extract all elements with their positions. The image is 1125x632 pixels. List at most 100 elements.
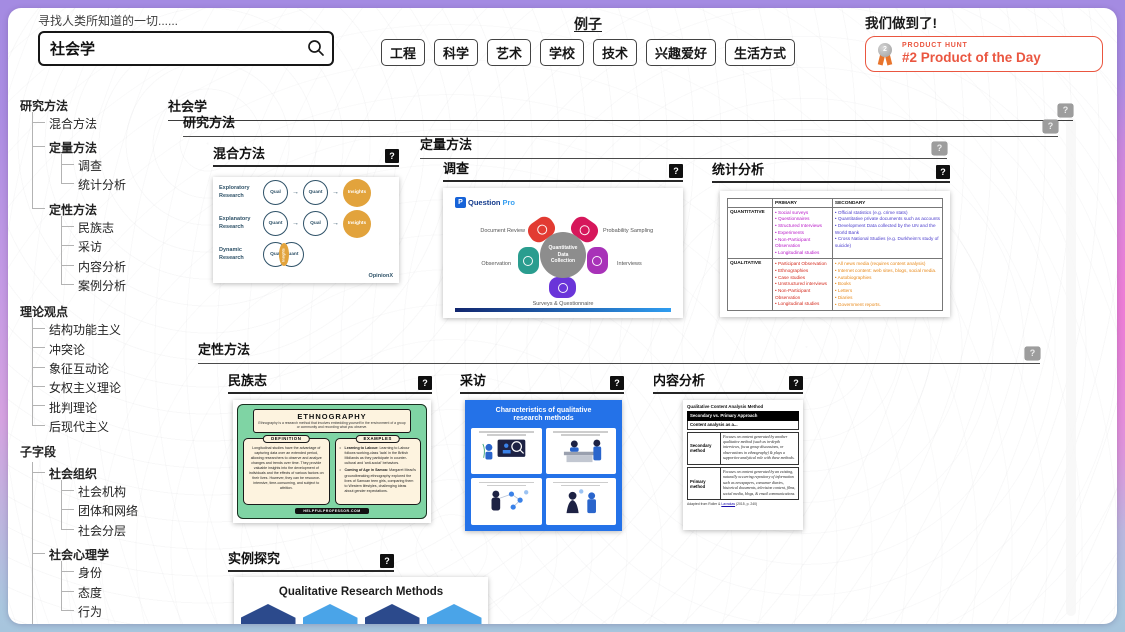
section-title: 研究方法 bbox=[183, 115, 236, 130]
method-shape: Focus groups bbox=[364, 604, 420, 624]
table-cell: • Participant Observation• Ethnographies… bbox=[772, 258, 833, 312]
mixed-methods-image[interactable]: Exploratory Research Qual → Quant → Insi… bbox=[213, 177, 399, 283]
screen-magnifier-illustration bbox=[482, 439, 526, 460]
methods-table: PRIMARY SECONDARY QUANTITATIVE• Social s… bbox=[727, 198, 944, 312]
section-quantitative-methods: 定量方法 ? bbox=[420, 134, 947, 159]
sidebar-item[interactable]: 采访 bbox=[78, 240, 103, 255]
card-header: 实例探究 ? bbox=[228, 548, 394, 572]
sidebar-item[interactable]: 冲突论 bbox=[49, 342, 86, 357]
quant-circle: Quant bbox=[263, 211, 288, 236]
sidebar-item[interactable]: 象征互动论 bbox=[49, 361, 110, 376]
example-button[interactable]: 科学 bbox=[433, 39, 478, 66]
help-icon[interactable]: ? bbox=[936, 165, 950, 179]
sidebar-item[interactable]: 子字段 bbox=[20, 444, 57, 459]
method-shape: One-on-one Interviews bbox=[302, 604, 358, 624]
panel-header: DEFINITION bbox=[263, 434, 310, 443]
section-title: 定性方法 bbox=[198, 342, 251, 357]
search-box bbox=[38, 31, 334, 66]
sidebar-item[interactable]: 内容分析 bbox=[78, 259, 127, 274]
card-mixed-methods: 混合方法 ? Exploratory Research Qual → Quant… bbox=[213, 143, 399, 283]
help-icon[interactable]: ? bbox=[789, 376, 803, 390]
card-ethnography: 民族志 ? ETHNOGRAPHY Ethnography is a resea… bbox=[228, 370, 432, 523]
sidebar-item[interactable]: 女权主义理论 bbox=[49, 381, 122, 396]
sidebar-item[interactable]: 态度 bbox=[78, 585, 103, 600]
sidebar-item[interactable]: 统计分析 bbox=[78, 178, 127, 193]
search-icon[interactable] bbox=[307, 39, 325, 57]
example-item: Coming of Age in Samoa: Margaret Mead's … bbox=[340, 468, 417, 493]
example-button[interactable]: 工程 bbox=[380, 39, 425, 66]
example-button[interactable]: 学校 bbox=[540, 39, 585, 66]
table-row: Secondary method Focuses on content gene… bbox=[687, 431, 799, 465]
sidebar-item[interactable]: 混合方法 bbox=[49, 117, 98, 132]
scrollbar[interactable] bbox=[1066, 118, 1076, 616]
help-icon[interactable]: ? bbox=[1043, 120, 1058, 133]
sidebar-item[interactable]: 批判理论 bbox=[49, 400, 98, 415]
help-icon[interactable]: ? bbox=[669, 164, 683, 178]
sidebar-item[interactable]: 后现代主义 bbox=[49, 420, 110, 434]
sidebar-item[interactable]: 调查 bbox=[78, 158, 103, 173]
table-cell: • Social surveys• Questionnaires• Struct… bbox=[772, 206, 833, 260]
help-icon[interactable]: ? bbox=[1058, 104, 1073, 117]
sidebar-item[interactable]: 案例分析 bbox=[78, 279, 127, 294]
interview-image[interactable]: Characteristics of qualitative research … bbox=[465, 400, 622, 531]
row-text: Focuses on content generated by another … bbox=[723, 434, 795, 461]
page-title-sociology: 社会学 ? bbox=[168, 96, 1073, 121]
arrow-icon: → bbox=[292, 220, 299, 227]
statistical-analysis-image[interactable]: PRIMARY SECONDARY QUANTITATIVE• Social s… bbox=[720, 191, 950, 317]
panel-body: Longitudinal studies have the advantage … bbox=[248, 445, 324, 491]
row-text: Focuses on content generated by an exist… bbox=[723, 469, 796, 496]
content-analysis-image[interactable]: Qualitative Content Analysis Method Seco… bbox=[683, 400, 803, 530]
example-button[interactable]: 兴趣爱好 bbox=[646, 39, 717, 66]
insights-lens: Insights bbox=[278, 243, 289, 266]
chart-title: Qualitative Research Methods bbox=[278, 586, 444, 598]
sidebar-item[interactable]: 社会心理学 bbox=[49, 548, 110, 563]
sidebar-item[interactable]: 身份 bbox=[78, 566, 103, 581]
diagram-row: Dynamic Research Qual Insights Quant bbox=[213, 239, 399, 270]
segment-label: Document Review bbox=[480, 228, 525, 234]
product-hunt-badge[interactable]: 2 PRODUCT HUNT #2 Product of the Day bbox=[865, 36, 1103, 72]
example-button[interactable]: 艺术 bbox=[486, 39, 531, 66]
product-hunt-award: #2 Product of the Day bbox=[902, 50, 1041, 66]
help-icon[interactable]: ? bbox=[385, 149, 399, 163]
sidebar-item[interactable]: 社会组织 bbox=[49, 466, 98, 481]
example-button[interactable]: 技术 bbox=[593, 39, 638, 66]
search-tagline: 寻找人类所知道的一切...... bbox=[38, 14, 179, 28]
search-input[interactable] bbox=[40, 33, 332, 64]
illustration-panel bbox=[545, 427, 616, 475]
poster-subtitle: Ethnography is a research method that in… bbox=[258, 421, 406, 430]
qual-circle: Qual bbox=[263, 180, 288, 205]
example-button[interactable]: 生活方式 bbox=[725, 39, 796, 66]
card-interview: 采访 ? Characteristics of qualitative rese… bbox=[460, 370, 624, 531]
help-icon[interactable]: ? bbox=[1025, 347, 1040, 360]
row-label: Primary method bbox=[688, 467, 721, 500]
citation-link[interactable]: Lavrakas bbox=[721, 502, 736, 507]
sidebar-item[interactable]: 结构功能主义 bbox=[49, 323, 122, 338]
case-study-image[interactable]: Qualitative Research Methods Observation… bbox=[234, 577, 488, 624]
sidebar-item[interactable]: 理论观点 bbox=[20, 304, 69, 319]
conversation-illustration bbox=[566, 489, 596, 514]
card-case-study: 实例探究 ? Qualitative Research Methods Obse… bbox=[228, 548, 491, 624]
center-circle: Quantitative Data Collection bbox=[540, 232, 586, 278]
sidebar-item[interactable]: 团体和网络 bbox=[78, 504, 139, 519]
sidebar-item[interactable]: 民族志 bbox=[78, 221, 115, 236]
we-did-it-label: 我们做到了! bbox=[865, 16, 937, 31]
illustration-panel bbox=[471, 427, 542, 475]
illustration-panel bbox=[471, 478, 542, 525]
sidebar-item[interactable]: 社会机构 bbox=[78, 484, 127, 499]
sidebar-item[interactable]: 研究方法 bbox=[20, 99, 69, 114]
ethnography-image[interactable]: ETHNOGRAPHY Ethnography is a research me… bbox=[233, 400, 431, 523]
sidebar-item[interactable]: 行为 bbox=[78, 605, 103, 620]
help-icon[interactable]: ? bbox=[610, 376, 624, 390]
help-icon[interactable]: ? bbox=[932, 142, 947, 155]
sidebar-item[interactable]: 社会分层 bbox=[78, 523, 127, 538]
sidebar-item[interactable]: 定性方法 bbox=[49, 202, 98, 217]
help-icon[interactable]: ? bbox=[380, 554, 394, 568]
card-title: 统计分析 bbox=[712, 162, 765, 177]
help-icon[interactable]: ? bbox=[418, 376, 432, 390]
poster-title: ETHNOGRAPHY bbox=[297, 412, 367, 421]
sidebar-item[interactable]: 定量方法 bbox=[49, 140, 98, 155]
